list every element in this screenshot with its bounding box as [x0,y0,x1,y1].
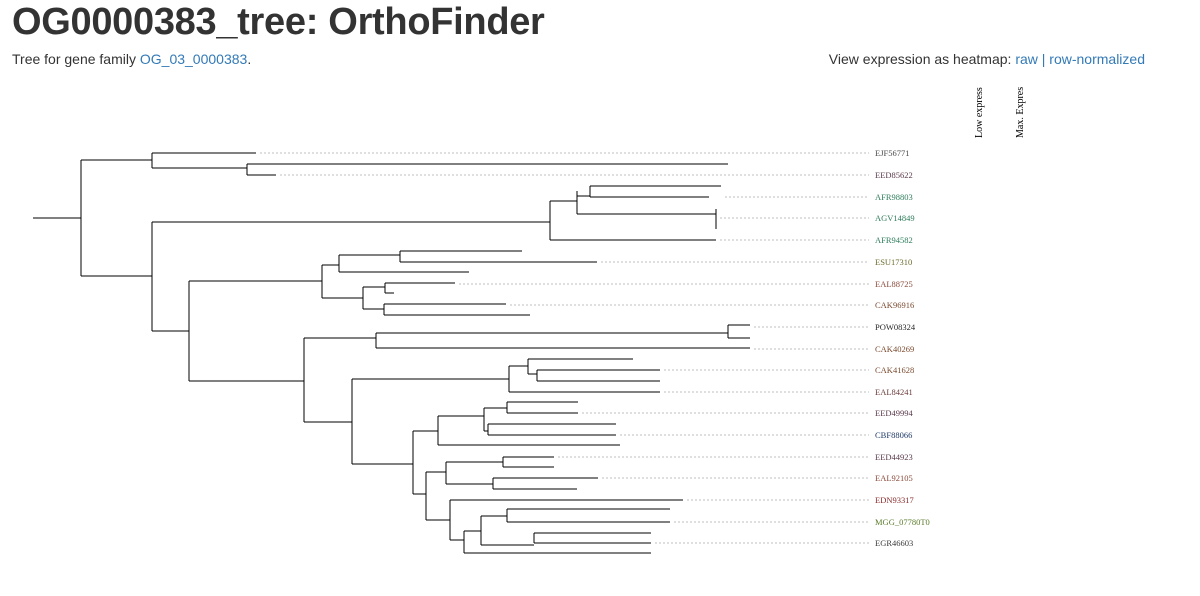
leaf-label[interactable]: EED44923 [875,452,913,462]
gene-family-suffix: . [247,51,252,67]
leaf-label[interactable]: EAL88725 [875,279,913,289]
leaf-label[interactable]: EED49994 [875,408,914,418]
leaf-label[interactable]: CAK96916 [875,300,914,310]
page-title: OG0000383_tree: OrthoFinder [12,1,545,43]
leaf-label[interactable]: EED85622 [875,170,913,180]
heatmap-separator: | [1041,51,1046,67]
column-label-low-expression: Low express [974,87,985,138]
leaf-label[interactable]: CAK40269 [875,344,914,354]
expression-column-labels: Low express Max. Expres [974,87,1026,138]
leaf-label[interactable]: EDN93317 [875,495,914,505]
leaf-label[interactable]: AFR94582 [875,235,913,245]
leaf-label[interactable]: CAK41628 [875,365,914,375]
column-label-max-expression: Max. Expres [1015,87,1026,138]
row-normalized-heatmap-link[interactable]: row-normalized [1049,51,1145,67]
leaf-label[interactable]: POW08324 [875,322,916,332]
leaf-label[interactable]: MGG_07780T0 [875,517,930,527]
leaf-labels: EJF56771EED85622AFR98803AGV14849AFR94582… [875,148,930,548]
leaf-label[interactable]: EAL84241 [875,387,913,397]
gene-family-line: Tree for gene family OG_03_0000383. [12,50,251,68]
raw-heatmap-link[interactable]: raw [1015,51,1038,67]
leaf-label[interactable]: CBF88066 [875,430,912,440]
leaf-guide-lines [260,152,869,544]
leaf-label[interactable]: AGV14849 [875,213,915,223]
leaf-label[interactable]: AFR98803 [875,192,913,202]
leaf-label[interactable]: EGR46603 [875,538,913,548]
heatmap-links: View expression as heatmap: raw | row-no… [829,50,1145,68]
gene-family-prefix: Tree for gene family [12,51,140,67]
leaf-label[interactable]: EAL92105 [875,473,913,483]
leaf-label[interactable]: EJF56771 [875,148,909,158]
tree-branches [33,152,750,554]
gene-family-link[interactable]: OG_03_0000383 [139,51,248,67]
leaf-label[interactable]: ESU17310 [875,257,912,267]
heatmap-prefix: View expression as heatmap: [828,51,1016,67]
